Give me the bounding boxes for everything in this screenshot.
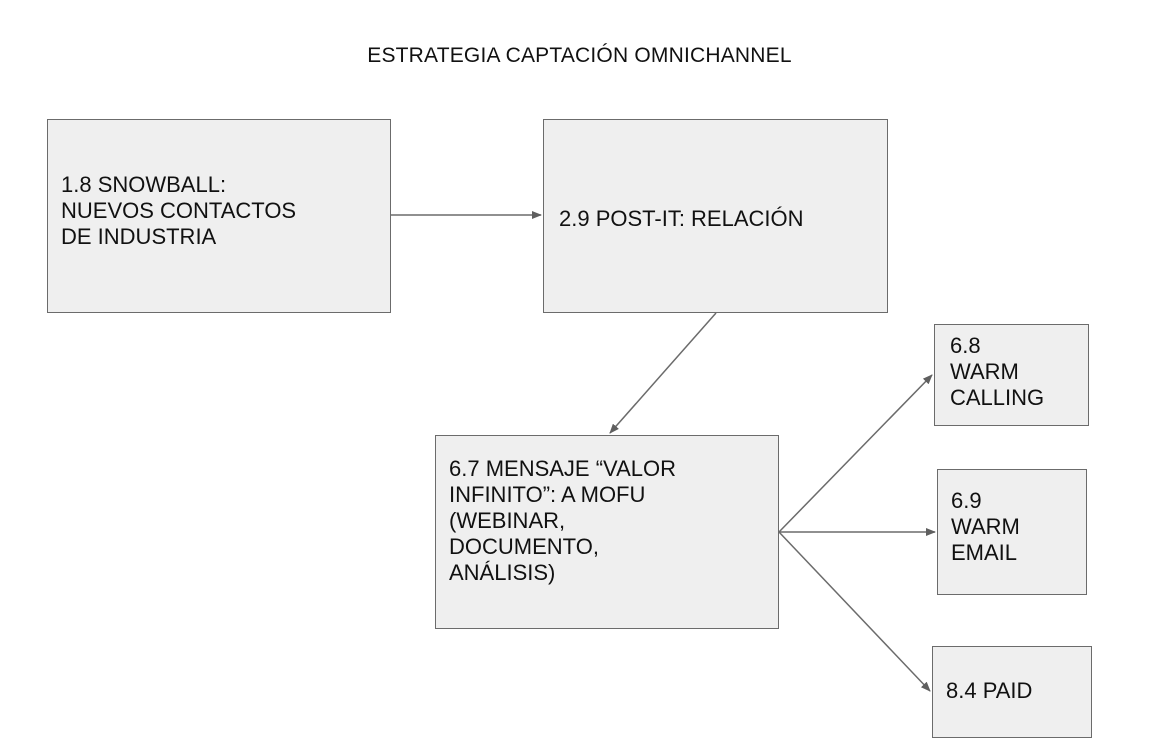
node-post-it[interactable]: 2.9 POST-IT: RELACIÓN: [543, 119, 888, 313]
node-mensaje-label: 6.7 MENSAJE “VALOR INFINITO”: A MOFU (WE…: [449, 456, 676, 585]
arrow-mensaje-to-warm-calling: [778, 374, 933, 533]
node-warm-email-label: 6.9 WARM EMAIL: [951, 488, 1020, 565]
node-warm-calling-label: 6.8 WARM CALLING: [950, 333, 1045, 410]
node-paid-label: 8.4 PAID: [946, 678, 1033, 703]
node-warm-calling[interactable]: 6.8 WARM CALLING: [934, 324, 1089, 426]
node-mensaje-valor-infinito[interactable]: 6.7 MENSAJE “VALOR INFINITO”: A MOFU (WE…: [435, 435, 779, 629]
node-post-it-label: 2.9 POST-IT: RELACIÓN: [559, 206, 804, 231]
arrow-post-it-to-mensaje: [609, 312, 717, 434]
node-warm-email[interactable]: 6.9 WARM EMAIL: [937, 469, 1087, 595]
node-snowball[interactable]: 1.8 SNOWBALL: NUEVOS CONTACTOS DE INDUST…: [47, 119, 391, 313]
node-snowball-label: 1.8 SNOWBALL: NUEVOS CONTACTOS DE INDUST…: [61, 172, 297, 249]
arrow-mensaje-to-paid: [778, 531, 931, 692]
node-paid[interactable]: 8.4 PAID: [932, 646, 1092, 738]
diagram-title: ESTRATEGIA CAPTACIÓN OMNICHANNEL: [367, 44, 792, 67]
